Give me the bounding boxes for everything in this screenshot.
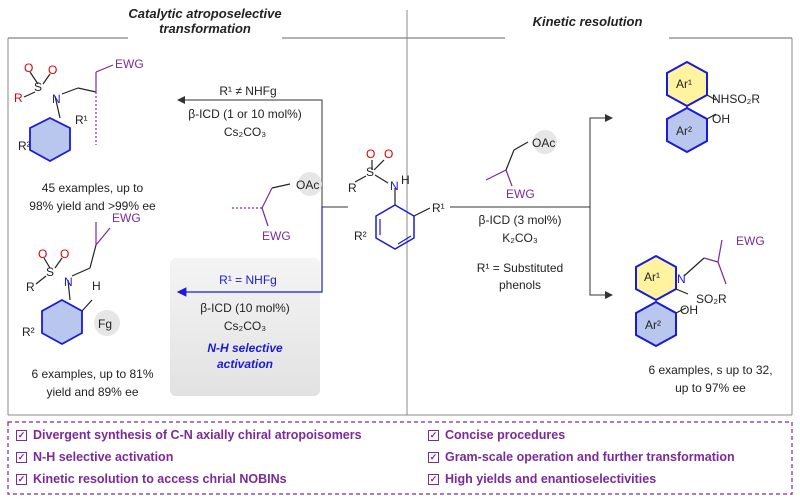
center-N: N (390, 179, 399, 193)
bl-R2: R² (22, 325, 35, 339)
checkbox-icon: ✓ (16, 429, 27, 441)
checkbox-icon: ✓ (428, 451, 439, 463)
tl-R: R (14, 91, 23, 105)
result-right-line2: up to 97% ee (675, 381, 746, 395)
top-base: Cs₂CO₃ (223, 125, 267, 139)
center-O1: O (366, 147, 375, 161)
bottom-condition: R¹ = NHFg (219, 273, 277, 287)
result-top-left-line1: 45 examples, up to (41, 181, 144, 195)
top-catalyst: β-ICD (1 or 10 mol%) (188, 107, 302, 121)
tl-R2: R² (18, 139, 31, 153)
allene-OAc: OAc (296, 178, 319, 192)
br-SO2R: SO₂R (696, 292, 727, 306)
scheme-graphics: R S O O N H R¹ R² R S O O N EWG R¹ R² OA… (14, 57, 765, 348)
bottom-right-product (635, 239, 727, 348)
allene-EWG: EWG (262, 229, 291, 243)
result-bottom-left-line1: 6 examples, up to 81% (31, 367, 154, 381)
nh-highlight-line1: N-H selective (207, 341, 283, 355)
feature-5: ✓Gram-scale operation and further transf… (428, 450, 735, 464)
arrow-bottom-right (589, 207, 613, 299)
feature-6: ✓High yields and enantioselectivities (428, 472, 657, 486)
bl-EWG: EWG (112, 211, 141, 225)
checkbox-icon: ✓ (428, 429, 439, 441)
bottom-base: Cs₂CO₃ (223, 319, 267, 333)
tl-S: S (34, 80, 42, 94)
br-OH: OH (680, 303, 698, 317)
bl-O1: O (38, 247, 47, 261)
top-right-product (666, 60, 717, 154)
tl-R1: R¹ (75, 113, 88, 127)
center-H: H (401, 173, 410, 187)
top-left-product (23, 64, 114, 163)
right-OAc: OAc (532, 136, 555, 150)
feature-1: ✓Divergent synthesis of C-N axially chir… (16, 428, 362, 442)
center-S: S (366, 165, 374, 179)
header-right: Kinetic resolution (532, 14, 643, 29)
br-Ar1: Ar¹ (644, 270, 660, 284)
arrow-top-right (450, 114, 613, 208)
checkbox-icon: ✓ (16, 451, 27, 463)
right-EWG: EWG (506, 187, 535, 201)
right-condition-line2: phenols (498, 278, 542, 292)
feature-4: ✓Concise procedures (428, 428, 566, 442)
br-EWG: EWG (736, 234, 765, 248)
tr-NHSO2R: NHSO₂R (712, 92, 760, 106)
center-substrate (354, 159, 431, 250)
bl-Fg: Fg (98, 317, 112, 331)
right-reagent (485, 130, 557, 187)
center-R2: R² (354, 229, 367, 243)
arrow-bottom-left (176, 207, 323, 297)
tr-Ar2: Ar² (676, 124, 692, 138)
bl-H: H (92, 279, 101, 293)
br-N: N (677, 272, 686, 286)
result-bottom-left-line2: yield and 89% ee (46, 385, 139, 399)
right-base: K₂CO₃ (502, 231, 538, 245)
tr-Ar1: Ar¹ (676, 77, 692, 91)
bl-O2: O (60, 247, 69, 261)
right-catalyst: β-ICD (3 mol%) (478, 213, 562, 227)
feature-2: ✓N-H selective activation (16, 450, 174, 464)
tl-O1: O (24, 61, 33, 75)
center-O2: O (384, 147, 393, 161)
tl-EWG: EWG (115, 57, 144, 71)
allene-reagent (232, 172, 322, 227)
result-top-left-line2: 98% yield and >99% ee (29, 199, 156, 213)
bl-S: S (46, 265, 54, 279)
header-left: Catalytic atroposelective transformation (128, 6, 282, 36)
nh-highlight-line2: activation (216, 357, 273, 371)
arrow-top-left (177, 96, 348, 208)
center-R1: R¹ (432, 201, 445, 215)
tr-OH: OH (712, 112, 730, 126)
bl-R: R (26, 280, 35, 294)
feature-3: ✓Kinetic resolution to access chrial NOB… (16, 472, 287, 486)
tl-N: N (52, 92, 61, 106)
nh-activation-box (170, 258, 320, 396)
center-R: R (348, 181, 357, 195)
top-condition: R¹ ≠ NHFg (219, 84, 277, 98)
result-right-line1: 6 examples, s up to 32, (648, 363, 773, 377)
bottom-catalyst: β-ICD (10 mol%) (200, 301, 290, 315)
bl-N: N (64, 275, 73, 289)
checkbox-icon: ✓ (16, 473, 27, 485)
tl-O2: O (48, 63, 57, 77)
br-Ar2: Ar² (645, 318, 661, 332)
right-condition-line1: R¹ = Substituted (476, 261, 564, 275)
bottom-left-product (35, 222, 120, 346)
checkbox-icon: ✓ (428, 473, 439, 485)
